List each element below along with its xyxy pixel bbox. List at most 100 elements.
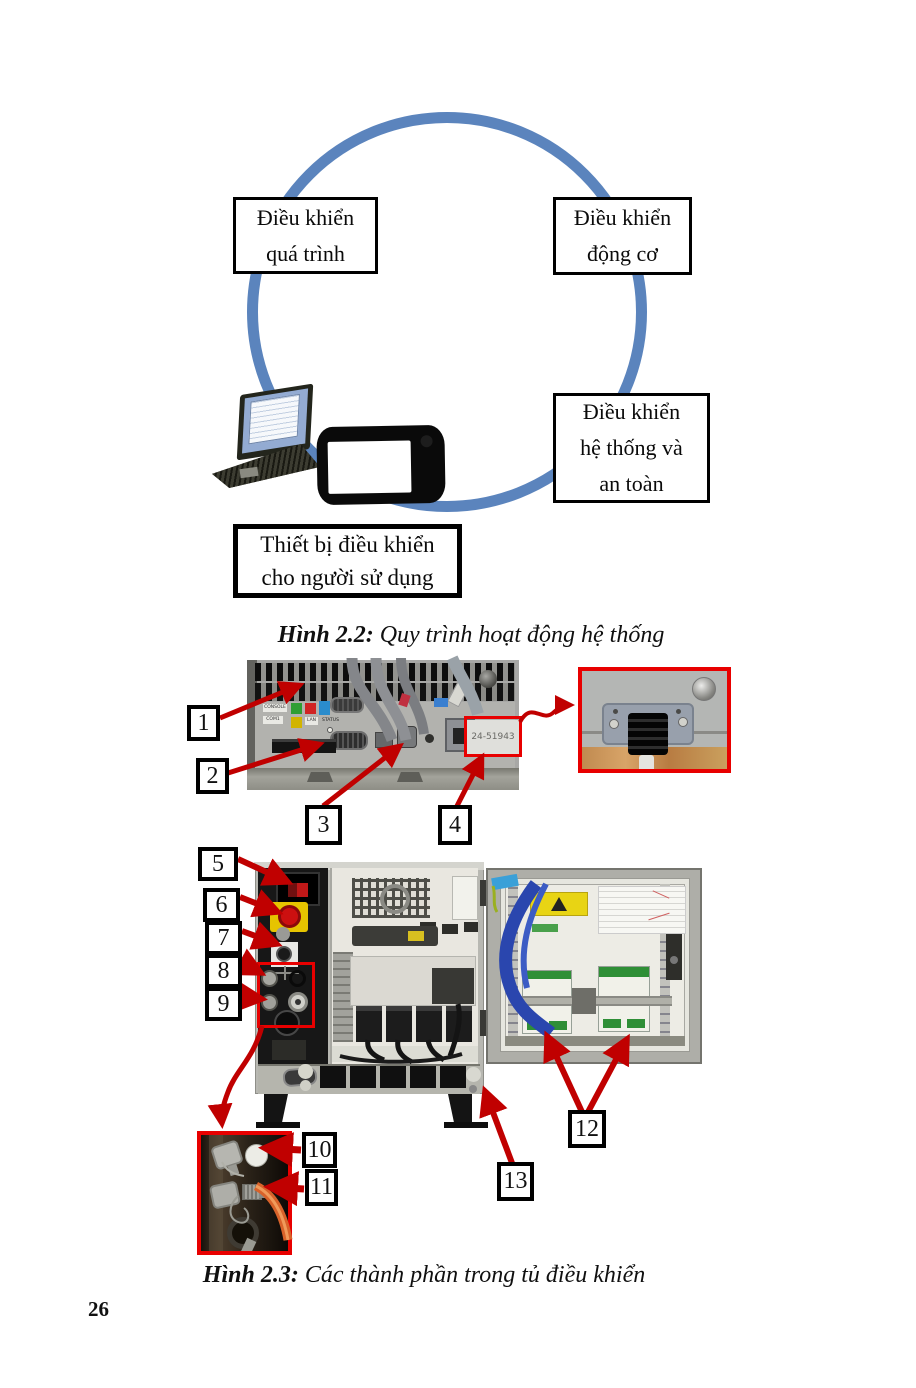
chassis-notch-1 xyxy=(307,772,333,782)
status-led xyxy=(327,727,333,733)
diagram-box-system: Điều khiển hệ thống và an toàn xyxy=(553,393,710,503)
serial-label: 24-51943 xyxy=(467,720,519,754)
door-latch-knob xyxy=(670,956,678,964)
serial-number-text: 24-51943 xyxy=(471,732,515,742)
callout-13: 13 xyxy=(497,1162,534,1201)
green-yellow-wire xyxy=(491,885,499,913)
bracket-screw-right xyxy=(678,717,688,727)
diagram-box-user-line2: cho người sử dụng xyxy=(261,565,434,590)
mode-selector-knob xyxy=(276,946,292,962)
arrow-callout-2 xyxy=(227,738,325,776)
callout-5: 5 xyxy=(198,847,238,881)
diagram-box-motor-line2: động cơ xyxy=(587,241,658,266)
diagram-box-user: Thiết bị điều khiển cho người sử dụng xyxy=(233,524,462,598)
power-rocker xyxy=(288,883,308,897)
arrow-callout-11 xyxy=(263,1171,305,1207)
arrow-callout-13 xyxy=(479,1085,515,1165)
io-module-left-top-strip xyxy=(523,971,571,979)
page-number: 26 xyxy=(88,1297,109,1321)
panel-screw-mid xyxy=(425,734,434,743)
blue-ribbon-cable-2 xyxy=(520,882,549,989)
figure-2-2-caption-label: Hình 2.2: xyxy=(277,622,374,648)
din-rail xyxy=(520,996,672,1006)
arrow-callout-8 xyxy=(232,948,267,976)
diagram-box-process-line1: Điều khiển xyxy=(256,204,355,230)
lan-port-label: LAN xyxy=(305,717,318,725)
serial-highlight-box xyxy=(464,716,522,757)
connector-inset-photo xyxy=(578,667,731,773)
figure-2-2-caption-text: Quy trình hoạt động hệ thống xyxy=(373,622,665,648)
panel-lower-plate xyxy=(272,1040,306,1060)
bottom-knob-left-2 xyxy=(300,1080,311,1091)
io-module-left-terminal-2 xyxy=(549,1021,567,1030)
callout-8: 8 xyxy=(205,954,242,988)
panel-left-edge xyxy=(247,660,257,790)
gray-cable-2 xyxy=(370,657,412,742)
arrow-callout-7 xyxy=(240,921,283,950)
panel-metal-socket xyxy=(288,992,308,1012)
figure-2-3-caption: Hình 2.3: Các thành phần trong tủ điều k… xyxy=(0,1262,848,1289)
red-led xyxy=(305,703,316,714)
white-cable-stub xyxy=(639,755,654,769)
interior-conn-c xyxy=(464,922,478,932)
callout-4: 4 xyxy=(438,805,472,845)
arrow-callout-4 xyxy=(454,752,485,808)
door-bottom-strip xyxy=(505,1036,685,1046)
diagram-box-motor: Điều khiển động cơ xyxy=(553,197,692,275)
module-yellow-tag xyxy=(408,931,424,941)
callout-12: 12 xyxy=(568,1110,606,1148)
panel-round-connector xyxy=(274,1010,300,1036)
door-hinge-top xyxy=(480,880,488,906)
dsub-connector-bottom xyxy=(330,731,368,750)
panel-cross-v xyxy=(284,966,286,980)
arrow-squiggle-to-inset xyxy=(518,695,575,724)
esd-warning-triangle-icon xyxy=(551,897,567,911)
bottom-slot-2 xyxy=(350,1066,376,1088)
door-green-tag xyxy=(532,924,558,932)
interior-right-module xyxy=(432,968,474,1004)
bottom-slot-4 xyxy=(410,1066,436,1088)
callout-7: 7 xyxy=(205,921,242,955)
bottom-screw-right xyxy=(469,1085,477,1093)
console-port-label: CONSOLE xyxy=(263,704,287,712)
callout-3: 3 xyxy=(305,805,342,845)
black-cable-4 xyxy=(447,1003,462,1057)
arrow-callout-3 xyxy=(321,742,404,808)
dsub-connector-top xyxy=(330,697,364,713)
dangling-wire-1 xyxy=(229,1195,250,1224)
com1-port-label: COM1 xyxy=(263,716,283,724)
callout-2: 2 xyxy=(196,758,229,794)
callout-9: 9 xyxy=(205,987,242,1021)
diagram-box-system-line2: hệ thống và xyxy=(580,435,683,460)
arrow-callout-9 xyxy=(236,981,268,1012)
din-rail-coupling xyxy=(572,988,596,1014)
io-module-right-top-strip xyxy=(599,967,649,977)
bottom-slot-5 xyxy=(440,1066,466,1088)
terminal-block-2 xyxy=(386,1006,412,1042)
status-label: STATUS xyxy=(322,718,339,723)
panel-ring-socket xyxy=(289,970,306,987)
arrow-callout-6 xyxy=(238,889,284,918)
interior-dark-module xyxy=(352,926,438,946)
bottom-knob-right xyxy=(466,1067,481,1082)
chassis-notch-2 xyxy=(397,772,423,782)
door-hinge-bottom xyxy=(480,1010,488,1036)
gray-cable-4 xyxy=(446,655,484,716)
black-connector-plug xyxy=(628,713,668,755)
curve-to-door-inset xyxy=(207,1025,265,1129)
figure-2-2-caption: Hình 2.2: Quy trình hoạt động hệ thống xyxy=(26,622,916,649)
gray-cable-3 xyxy=(396,657,429,735)
blue-led xyxy=(319,701,330,715)
black-cable-5 xyxy=(339,1052,463,1064)
diagram-box-system-line1: Điều khiển xyxy=(582,399,681,424)
figure-2-3-caption-text: Các thành phần trong tủ điều khiển xyxy=(298,1262,646,1288)
callout-11: 11 xyxy=(305,1169,338,1206)
io-module-right-terminal-2 xyxy=(627,1019,645,1028)
bracket-hole-tl xyxy=(613,709,618,714)
callout-10: 10 xyxy=(302,1132,337,1168)
callout-1: 1 xyxy=(187,705,220,741)
bottom-slot-3 xyxy=(380,1066,406,1088)
gray-cable-1 xyxy=(346,657,398,743)
